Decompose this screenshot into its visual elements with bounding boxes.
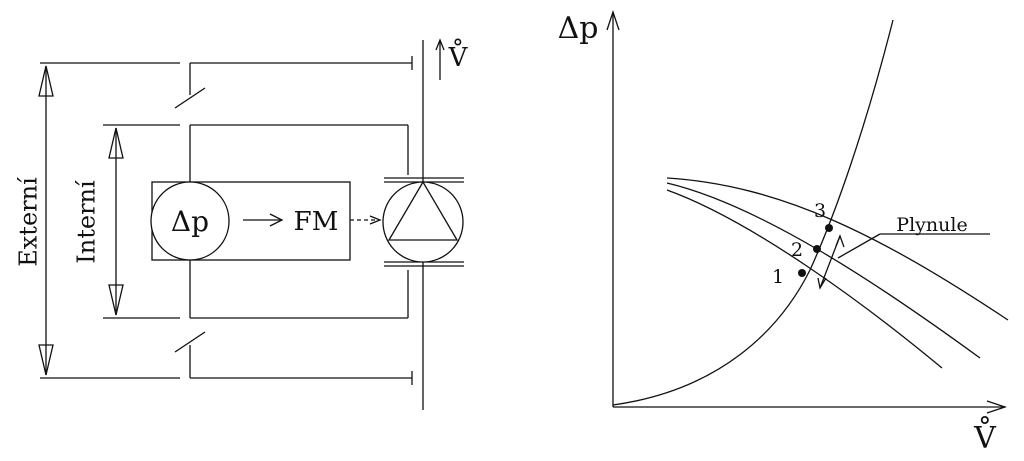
- signal-arrow-head: [269, 213, 284, 227]
- operating-point-1: [798, 269, 806, 277]
- pump-curve-low: [666, 189, 943, 369]
- delta-p-sensor-circle: [150, 181, 230, 261]
- point-label-3: 3: [814, 200, 826, 222]
- continuous-range-arrow-bottom: [817, 277, 827, 290]
- continuous-range-arrow-top: [835, 234, 845, 248]
- operating-point-2: [813, 245, 821, 253]
- break-mark-top: [174, 87, 206, 109]
- x-axis-label: V̊: [973, 417, 997, 456]
- internal-dim-arrow-bottom: [108, 284, 124, 316]
- pump-curve-mid: [666, 182, 981, 359]
- point-label-2: 2: [791, 239, 803, 261]
- external-dim-arrow-top: [38, 65, 54, 97]
- y-axis-label: Δp: [558, 11, 599, 46]
- left-control-diagram: [38, 38, 464, 410]
- pump-curve-chart: [606, 9, 1009, 414]
- fm-label: FM: [294, 207, 339, 237]
- dashed-signal-head: [369, 215, 382, 225]
- flow-label: V̊: [448, 38, 469, 73]
- system-curve: [612, 19, 894, 406]
- internal-label: Interní: [73, 180, 101, 264]
- pump-circle: [382, 181, 464, 263]
- external-dim-arrow-bottom: [38, 344, 54, 376]
- operating-point-3: [825, 224, 833, 232]
- external-label: Externí: [15, 177, 43, 267]
- point-label-1: 1: [772, 266, 784, 288]
- delta-p-label: Δp: [171, 205, 209, 238]
- internal-dim-arrow-top: [108, 127, 124, 159]
- pump-triangle: [387, 180, 459, 241]
- break-mark-bottom: [174, 331, 206, 353]
- y-axis-arrow: [606, 9, 620, 31]
- continuous-label: Plynule: [896, 214, 967, 236]
- pump-curve-high: [666, 177, 1009, 321]
- x-axis-arrow: [986, 400, 1008, 414]
- annotation-leader: [837, 233, 881, 259]
- flow-arrow-head: [435, 38, 445, 51]
